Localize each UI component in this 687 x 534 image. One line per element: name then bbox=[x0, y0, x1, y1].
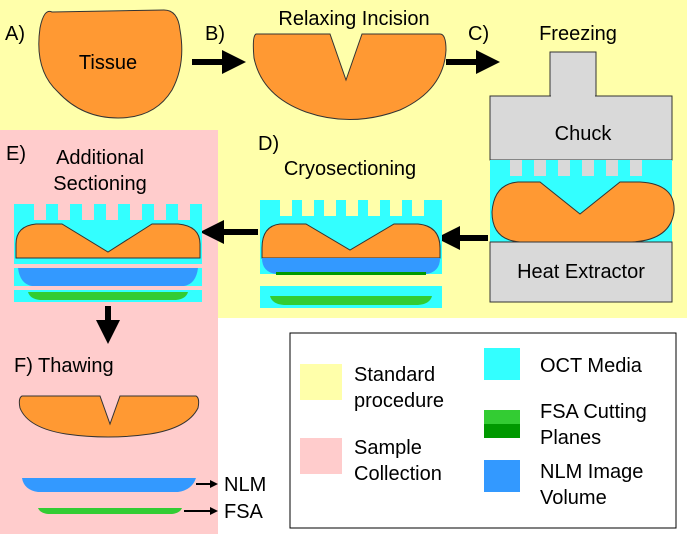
chuck-tooth-1 bbox=[510, 160, 522, 176]
d-tooth-5 bbox=[368, 200, 380, 216]
chuck-tooth-3 bbox=[558, 160, 570, 176]
legend-fsa-line2: Planes bbox=[540, 427, 601, 449]
chuck-label: Chuck bbox=[555, 123, 613, 145]
d-tooth-3 bbox=[324, 200, 336, 216]
tissue-shape bbox=[38, 9, 183, 119]
thawed-tissue-shape bbox=[18, 395, 200, 438]
legend-standard-line2: procedure bbox=[354, 390, 444, 412]
step-d-letter: D) bbox=[258, 133, 279, 155]
relaxing-incision-label: Relaxing Incision bbox=[278, 8, 429, 30]
legend-box bbox=[289, 332, 677, 529]
d-tooth-2 bbox=[302, 200, 314, 216]
legend-standard-line1: Standard bbox=[354, 364, 435, 386]
chuck-tooth-2 bbox=[534, 160, 546, 176]
chuck-tooth-5 bbox=[606, 160, 618, 176]
d-fsa-line-top bbox=[276, 272, 426, 275]
additional-label-line1: Additional bbox=[56, 147, 144, 169]
step-e-letter: E) bbox=[6, 143, 26, 165]
nlm-output-label: NLM bbox=[224, 474, 266, 496]
heat-extractor-block bbox=[489, 241, 673, 303]
freezing-label: Freezing bbox=[539, 23, 617, 45]
e-tooth-1 bbox=[34, 204, 46, 220]
d-tooth-7 bbox=[412, 200, 424, 216]
step-a-letter: A) bbox=[5, 23, 25, 45]
step-c-letter: C) bbox=[468, 23, 489, 45]
legend-standard-swatch bbox=[300, 364, 342, 400]
e-tooth-3 bbox=[82, 204, 94, 220]
d-tooth-4 bbox=[346, 200, 358, 216]
legend-sample-swatch bbox=[300, 438, 342, 474]
e-tooth-2 bbox=[58, 204, 70, 220]
legend-oct-swatch bbox=[484, 348, 520, 380]
legend-nlm-line1: NLM Image bbox=[540, 461, 643, 483]
legend-sample-line1: Sample bbox=[354, 437, 422, 459]
heat-extractor-label: Heat Extractor bbox=[517, 261, 645, 283]
legend-fsa-swatch-light bbox=[484, 410, 520, 424]
cryosectioning-label: Cryosectioning bbox=[284, 158, 416, 180]
chuck-stem bbox=[549, 51, 597, 97]
step-b-letter: B) bbox=[205, 23, 225, 45]
step-f-letter: F) bbox=[14, 355, 33, 377]
e-tooth-4 bbox=[106, 204, 118, 220]
e-tissue-shape bbox=[15, 223, 201, 259]
legend-oct-label: OCT Media bbox=[540, 355, 643, 377]
d-tooth-1 bbox=[280, 200, 292, 216]
e-fsa-layer bbox=[28, 292, 188, 300]
e-nlm-layer bbox=[18, 268, 198, 286]
e-tooth-7 bbox=[178, 204, 190, 220]
additional-label-line2: Sectioning bbox=[53, 173, 146, 195]
legend-nlm-swatch bbox=[484, 460, 520, 492]
d-tissue-shape bbox=[261, 223, 441, 259]
thawing-label: Thawing bbox=[38, 355, 114, 377]
e-tooth-5 bbox=[130, 204, 142, 220]
thawed-fsa-section bbox=[38, 508, 182, 514]
legend-fsa-swatch-dark bbox=[484, 424, 520, 438]
legend-nlm-line2: Volume bbox=[540, 487, 607, 509]
e-tooth-6 bbox=[154, 204, 166, 220]
legend-sample-line2: Collection bbox=[354, 463, 442, 485]
thawed-nlm-section bbox=[22, 478, 196, 492]
d-tooth-6 bbox=[390, 200, 402, 216]
d-fsa-layer bbox=[270, 296, 432, 305]
d-nlm-layer bbox=[262, 258, 440, 274]
fsa-output-label: FSA bbox=[224, 501, 264, 523]
incised-tissue-shape bbox=[252, 33, 447, 120]
legend-fsa-line1: FSA Cutting bbox=[540, 401, 647, 423]
chuck-tooth-4 bbox=[582, 160, 594, 176]
tissue-label: Tissue bbox=[79, 52, 137, 74]
chuck-tooth-6 bbox=[630, 160, 642, 176]
